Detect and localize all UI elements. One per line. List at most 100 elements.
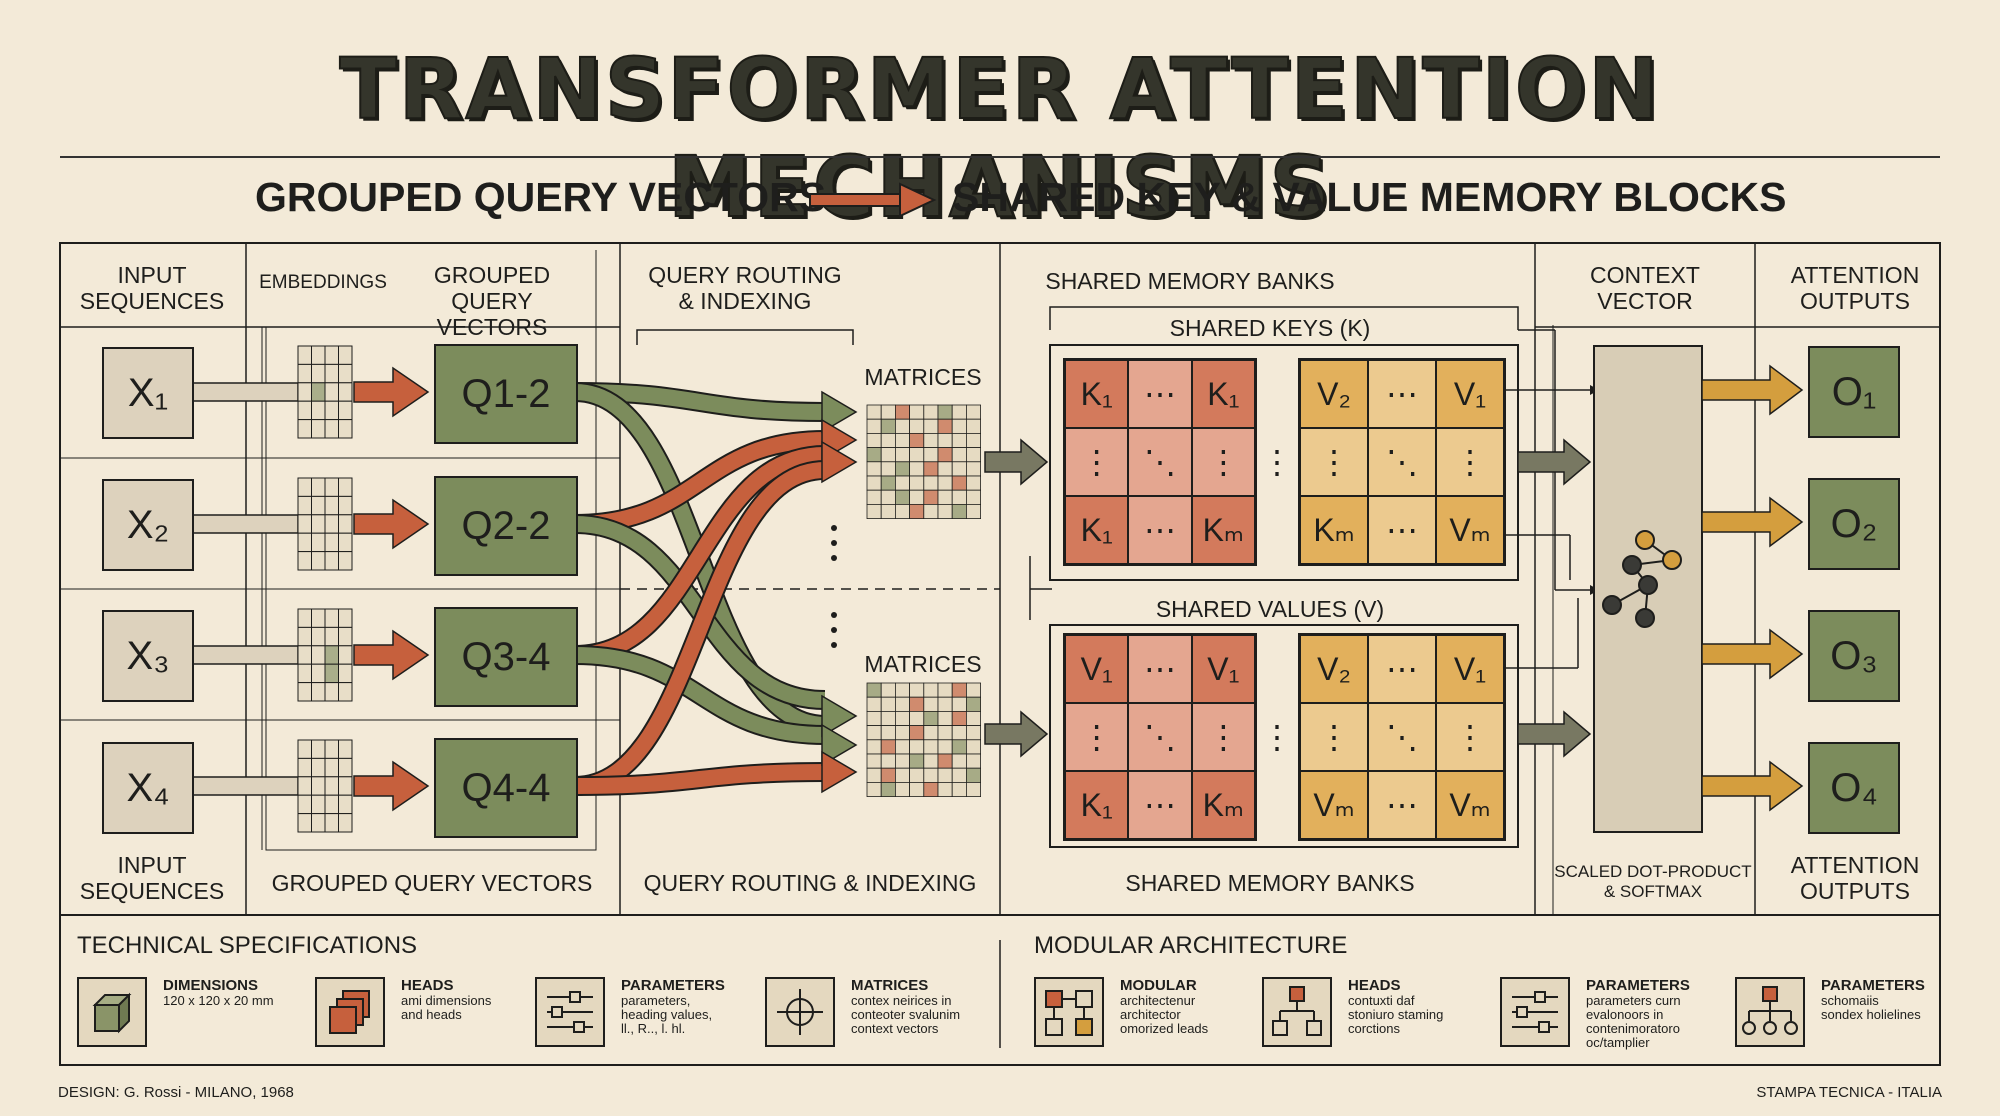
embedding-cell: [311, 776, 326, 796]
matrix-top-cell: [923, 432, 939, 448]
spec-item-title: MATRICES: [851, 977, 929, 994]
matrix-top-cell: [923, 475, 939, 491]
matrix-bottom-cell: [880, 767, 896, 783]
spec-item-title: PARAMETERS: [1586, 977, 1690, 994]
memory-cell: K₁: [1065, 360, 1129, 428]
embedding-cell: [324, 477, 339, 497]
embedding-cell: [338, 363, 353, 384]
matrix-bottom-cell: [937, 696, 953, 712]
header-embeddings: EMBEDDINGS: [259, 272, 387, 293]
matrix-bottom-cell: [923, 739, 939, 755]
embedding-cell: [338, 477, 353, 497]
memory-cell: ⋮: [1300, 428, 1368, 496]
embedding-cell: [311, 682, 326, 702]
matrix-top-cell: [966, 461, 982, 477]
memory-cell: ⋯: [1368, 635, 1436, 703]
query-box-q2: Q2-2: [434, 476, 578, 576]
tree-icon-part: [1762, 986, 1778, 1002]
footer-query-routing: QUERY ROUTING & INDEXING: [643, 870, 977, 896]
embedding-cell: [338, 757, 353, 778]
memory-cell: ⋮: [1191, 703, 1255, 771]
matrix-bottom-cell: [909, 753, 925, 769]
tree-icon-part: [1748, 1001, 1792, 1021]
context-to-output-arrow: [1701, 760, 1804, 812]
modular-icon: [1034, 977, 1104, 1047]
input-connector-bar: [191, 645, 299, 665]
embedding-cell: [297, 813, 312, 833]
embedding-cell: [297, 419, 312, 439]
footer-input-sequences: INPUT SEQUENCES: [79, 852, 225, 904]
matrix-bottom-cell: [895, 739, 911, 755]
tree-icon-part: [1784, 1021, 1798, 1035]
matrix-bottom-cell: [937, 753, 953, 769]
embedding-cell: [297, 626, 312, 647]
embedding-cell: [338, 419, 353, 439]
memory-cell: Kₘ: [1300, 496, 1368, 564]
matrix-bottom-cell: [937, 682, 953, 698]
matrix-top-cell: [937, 475, 953, 491]
values-between-dots: ⋮: [1261, 719, 1293, 755]
matrix-bottom-cell: [880, 682, 896, 698]
matrix-bottom-cell: [866, 696, 882, 712]
embedding-cell: [324, 532, 339, 553]
embedding-cell: [297, 382, 312, 402]
embedding-cell: [338, 682, 353, 702]
memory-cell: ⋮: [1065, 428, 1129, 496]
embedding-cell: [324, 400, 339, 421]
keys-grid-k: K₁⋯K₁⋮⋱⋮K₁⋯Kₘ: [1063, 358, 1257, 566]
matrix-bottom-cell: [895, 767, 911, 783]
matrix-bottom-cell: [951, 711, 967, 727]
embedding-cell: [311, 645, 326, 665]
footer-grouped-query: GROUPED QUERY VECTORS: [271, 870, 593, 896]
spec-item-description: contex neirices in conteoter svalunim co…: [851, 993, 961, 1036]
matrix-bottom-cell: [895, 782, 911, 798]
sliders-icon: [1500, 977, 1570, 1047]
embedding-cell: [311, 813, 326, 833]
matrix-bottom-cell: [895, 725, 911, 741]
spec-item-title: HEADS: [401, 977, 454, 994]
matrix-top-cell: [880, 404, 896, 420]
values-grid-k: V₁⋯V₁⋮⋱⋮K₁⋯Kₘ: [1063, 633, 1257, 841]
embedding-cell: [324, 813, 339, 833]
matrix-bottom-cell: [880, 696, 896, 712]
matrix-bottom-cell: [909, 767, 925, 783]
embedding-cell: [324, 608, 339, 628]
embedding-cell: [297, 551, 312, 571]
matrix-bottom-cell: [966, 767, 982, 783]
matrix-top-cell: [909, 461, 925, 477]
query-box-q1: Q1-2: [434, 344, 578, 444]
matrix-top-cell: [966, 489, 982, 505]
matrix-bottom-cell: [895, 753, 911, 769]
matrix-top-cell: [909, 475, 925, 491]
embedding-cell: [311, 363, 326, 384]
stack-icon-part: [329, 1006, 357, 1034]
spec-item-title: MODULAR: [1120, 977, 1197, 994]
matrix-top-cell: [909, 404, 925, 420]
memory-connector: [1029, 556, 1052, 620]
embedding-to-query-arrow: [353, 760, 430, 812]
shared-keys-label: SHARED KEYS (K): [1169, 315, 1371, 341]
context-to-output-arrow: [1701, 364, 1804, 416]
routing-dot: [831, 612, 837, 618]
matrix-top-cell: [937, 461, 953, 477]
title-rule: [60, 156, 1940, 158]
memory-cell: ⋯: [1128, 771, 1192, 839]
memory-cell: V₁: [1065, 635, 1129, 703]
matrix-top-cell: [895, 489, 911, 505]
memory-cell: V₂: [1300, 635, 1368, 703]
embedding-cell: [338, 495, 353, 516]
matrix-bottom-cell: [923, 711, 939, 727]
subtitle-left: GROUPED QUERY VECTORS: [255, 174, 827, 220]
context-graph-node: [1635, 530, 1655, 550]
hierarchy-icon-part: [1272, 1020, 1288, 1036]
routing-dot: [831, 627, 837, 633]
memory-cell: ⋯: [1368, 771, 1436, 839]
embedding-cell: [338, 645, 353, 665]
matrix-bottom-cell: [909, 696, 925, 712]
input-connector-bar: [191, 776, 299, 796]
matrix-bottom-cell: [951, 696, 967, 712]
header-context-vector: CONTEXT VECTOR: [1590, 262, 1700, 314]
hierarchy-icon-part: [1279, 1001, 1315, 1021]
embedding-cell: [297, 776, 312, 796]
embedding-cell: [297, 663, 312, 684]
